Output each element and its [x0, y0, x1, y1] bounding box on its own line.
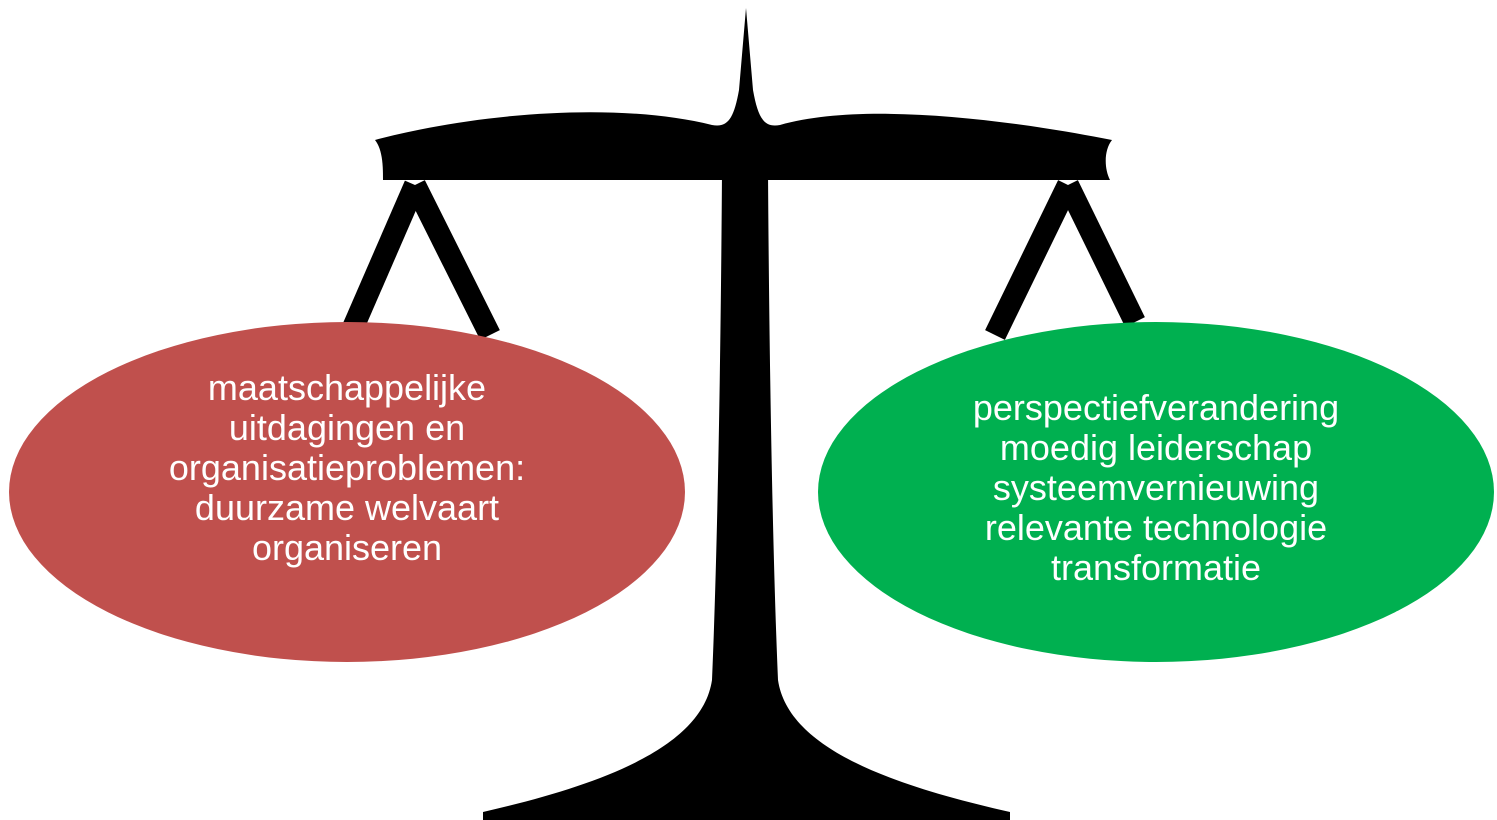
scale-pillar [483, 170, 1010, 820]
right-pan-line: transformatie [1050, 547, 1262, 588]
right-pan-line: systeemvernieuwing [992, 467, 1320, 508]
left-pan-line: duurzame welvaart [194, 487, 500, 528]
right-pan [818, 322, 1494, 662]
right-pan-line: relevante technologie [984, 507, 1328, 548]
left-pan [9, 322, 685, 662]
left-pan-straps [341, 180, 500, 340]
left-pan-text: maatschappelijke uitdagingen en organisa… [40, 368, 654, 568]
left-pan-line: uitdagingen en [228, 407, 466, 448]
left-pan-line: organisatieproblemen: [168, 447, 526, 488]
right-pan-line: perspectiefverandering [972, 387, 1340, 428]
right-pan-line: moedig leiderschap [999, 427, 1313, 468]
right-pan-text: perspectiefverandering moedig leiderscha… [846, 368, 1466, 608]
right-pan-straps [985, 180, 1145, 340]
left-pan-line: maatschappelijke [207, 367, 487, 408]
scale-beam [375, 8, 1112, 180]
left-pan-line: organiseren [251, 527, 443, 568]
